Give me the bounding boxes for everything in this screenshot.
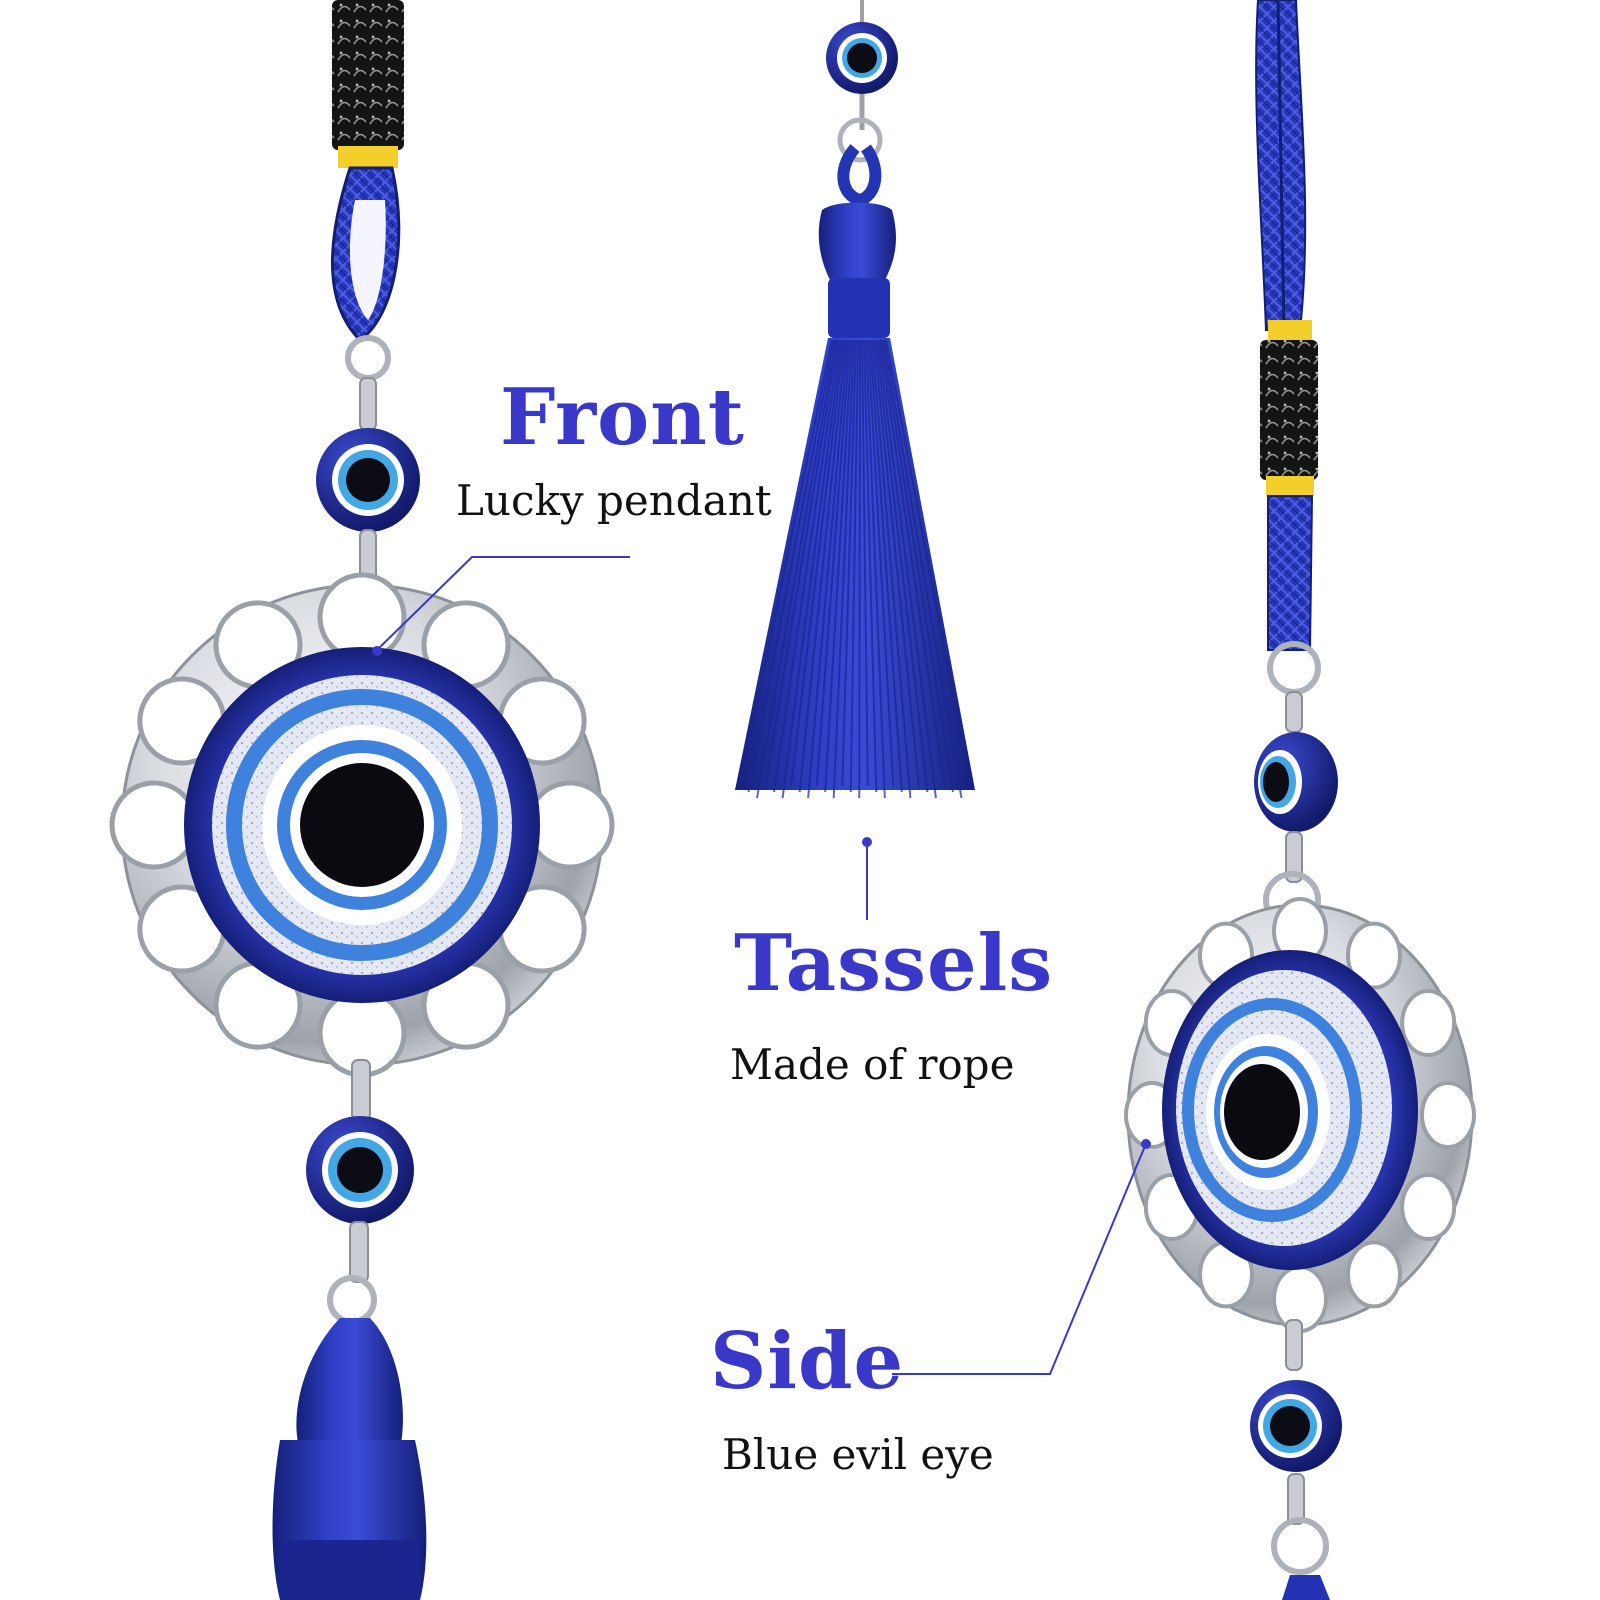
front-sublabel: Lucky pendant: [456, 476, 772, 525]
callout-side: [892, 1139, 1151, 1375]
eye-bead: [316, 428, 420, 532]
front-pendant: [109, 0, 615, 1600]
eye-bead: [1250, 1380, 1342, 1472]
main-eye-pendant: [109, 572, 615, 1078]
side-sublabel: Blue evil eye: [722, 1430, 994, 1479]
eye-bead: [306, 1116, 414, 1224]
tassels-label: Tassels: [734, 918, 1054, 1009]
side-pendant: [1124, 0, 1476, 1600]
callout-tassels: [862, 837, 872, 920]
eye-bead: [1254, 732, 1338, 832]
tassels-sublabel: Made of rope: [730, 1040, 1015, 1089]
callout-front: [372, 556, 630, 656]
side-eye-pendant: [1124, 897, 1476, 1333]
front-label: Front: [500, 372, 745, 463]
tassel: [735, 0, 975, 799]
side-label: Side: [710, 1316, 905, 1407]
eye-bead: [826, 22, 898, 94]
brocade-cap: [332, 0, 404, 150]
